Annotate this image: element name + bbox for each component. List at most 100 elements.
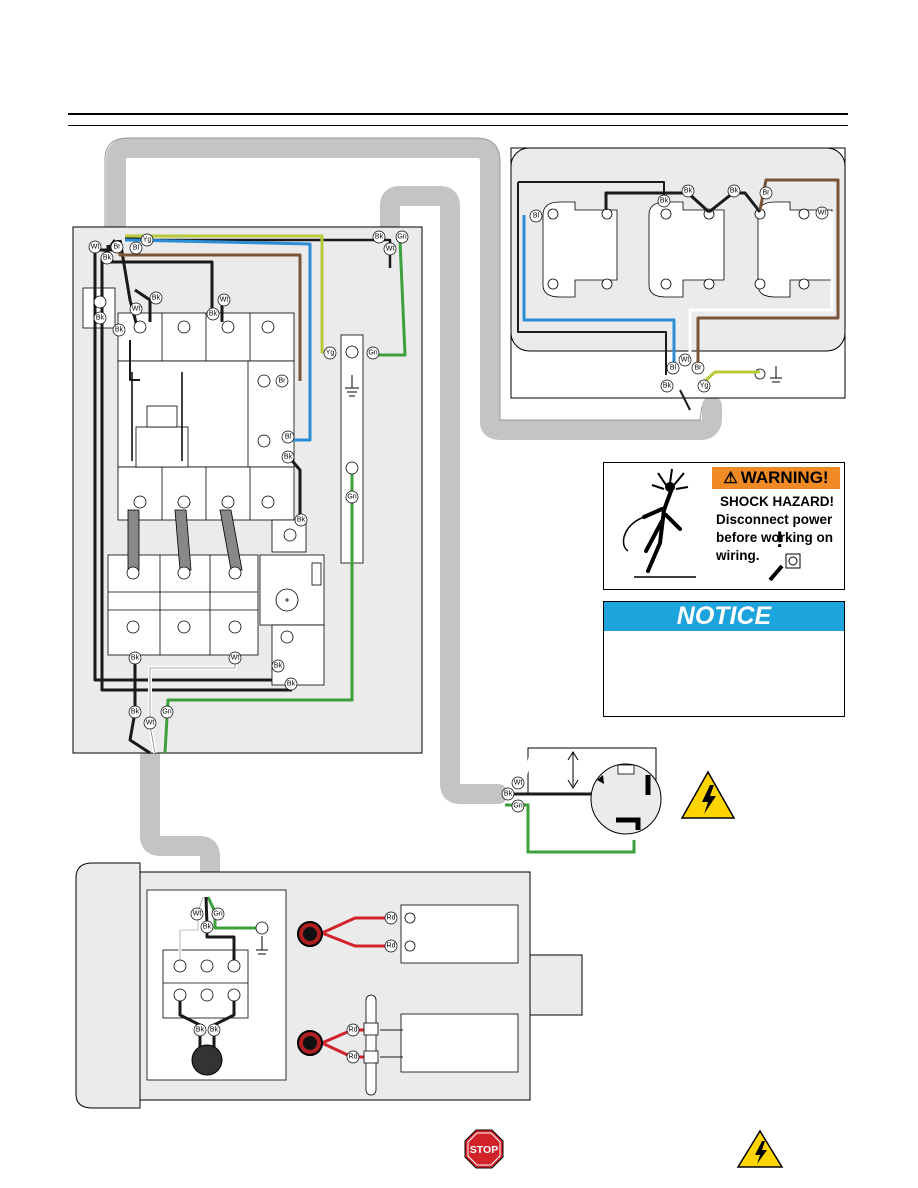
wire-label-bubble: [143, 716, 157, 730]
wire-label-bubble: [666, 361, 680, 375]
wire-label-text: Wt: [231, 655, 240, 662]
wire-label-text: Bk: [103, 255, 112, 262]
wire-label-bubble: [678, 353, 692, 367]
wire-label-bubble: [128, 651, 142, 665]
wire-label-bubble: [93, 311, 107, 325]
warning-title: WARNING!: [740, 468, 829, 487]
warning-line-3: before working on: [716, 530, 834, 545]
wire-label-bubble: [193, 1023, 207, 1037]
wire-label-text: Bk: [96, 315, 105, 322]
wire-label-bubble: [206, 307, 220, 321]
wire-label-bubble: [323, 346, 337, 360]
wire-label-text: Yg: [326, 350, 335, 357]
wire-label-text: Wt: [386, 246, 395, 253]
wire-label-text: Bl: [670, 365, 677, 372]
notice-title: NOTICE: [604, 602, 844, 631]
wire-label-text: Wt: [132, 306, 141, 313]
wire-label-bubble: [129, 302, 143, 316]
unplug-icon: [768, 553, 801, 582]
wire-label-bubble: [759, 186, 773, 200]
hazard-triangle-icon-footer: [736, 1129, 784, 1168]
wire-label-bubble: [384, 911, 398, 925]
wire-label-bubble: [372, 230, 386, 244]
conduit-paths: [106, 138, 722, 905]
wire-label-bubble: [294, 513, 308, 527]
wire-label-text: Bk: [115, 327, 124, 334]
shock-hazard-icon: [622, 468, 696, 578]
warning-line-4: wiring.: [716, 548, 760, 563]
wire-label-bubble: [366, 346, 380, 360]
wire-label-text: Wt: [681, 357, 690, 364]
warning-label: ⚠ WARNING! SHOCK HAZARD! Disconnect powe…: [603, 462, 845, 590]
wire-label-text: Br: [763, 190, 771, 197]
wire-label-bubbles: [88, 184, 829, 1064]
wire-label-bubble: [88, 240, 102, 254]
wire-label-text: Gn: [397, 234, 406, 241]
notice-label: NOTICE: [603, 601, 845, 717]
wire-label-bubble: [140, 233, 154, 247]
contactor: [117, 312, 307, 553]
wire-label-text: Rd: [387, 943, 396, 950]
jumper-bars: [127, 509, 243, 571]
warning-line-1: SHOCK HAZARD!: [720, 494, 834, 509]
wire-label-text: Br: [695, 365, 703, 372]
wire-label-bubble: [511, 776, 525, 790]
wire-label-bubble: [657, 194, 671, 208]
wire-label-text: Bk: [663, 383, 672, 390]
wire-label-text: Bk: [375, 234, 384, 241]
wire-label-bubble: [128, 705, 142, 719]
wire-label-text: Bk: [203, 924, 212, 931]
wire-label-text: Wt: [146, 720, 155, 727]
wire-label-text: Gn: [513, 803, 522, 810]
wire-label-text: Rd: [349, 1027, 358, 1034]
wire-label-bubble: [112, 323, 126, 337]
receptacle: [505, 747, 662, 854]
wire-label-bubble: [207, 1023, 221, 1037]
wire-label-bubble: [395, 230, 409, 244]
wire-label-bubble: [160, 705, 174, 719]
header-rule-thin: [68, 125, 848, 126]
wire-label-text: Bk: [730, 188, 739, 195]
wire-label-bubble: [200, 920, 214, 934]
wire-label-bubble: [129, 241, 143, 255]
wire-label-bubble: [697, 379, 711, 393]
motor-terminal-blocks: [542, 201, 833, 298]
wire-label-bubble: [110, 240, 124, 254]
wire-label-text: Bk: [684, 188, 693, 195]
wire-label-text: Wt: [91, 244, 100, 251]
machine-box: [75, 862, 583, 1109]
warning-title-bar: ⚠ WARNING!: [712, 467, 840, 489]
wire-label-text: Bl: [133, 245, 140, 252]
wire-label-text: Wt: [193, 911, 202, 918]
wire-label-bubble: [217, 293, 231, 307]
wire-label-bubble: [511, 799, 525, 813]
wire-label-bubble: [149, 291, 163, 305]
wire-label-bubble: [281, 430, 295, 444]
wire-label-bubble: [271, 659, 285, 673]
wire-label-bubble: [275, 374, 289, 388]
wire-label-text: Bk: [297, 517, 306, 524]
wire-label-text: Rd: [349, 1054, 358, 1061]
wire-label-text: Yg: [143, 237, 152, 244]
wire-label-bubble: [383, 242, 397, 256]
wire-label-text: Br: [114, 244, 122, 251]
wire-label-text: Bk: [209, 311, 218, 318]
wire-label-text: Bk: [660, 198, 669, 205]
panel-terminals: [93, 295, 359, 644]
wire-label-bubble: [384, 939, 398, 953]
motor-leads: [191, 921, 379, 1096]
wire-label-text: Bk: [196, 1027, 205, 1034]
wire-label-bubble: [660, 379, 674, 393]
wire-label-text: Gn: [162, 709, 171, 716]
wire-label-bubble: [190, 907, 204, 921]
wire-label-text: Wt: [818, 210, 827, 217]
wire-label-text: Bk: [131, 709, 140, 716]
wire-label-text: Bl: [533, 213, 540, 220]
wire-label-text: Wt: [220, 297, 229, 304]
warning-message: SHOCK HAZARD! Disconnect power before wo…: [716, 493, 844, 565]
wire-label-text: Bk: [274, 663, 283, 670]
header-rule-thick: [68, 113, 848, 115]
wire-label-bubble: [346, 1023, 360, 1037]
wire-label-text: Gn: [213, 911, 222, 918]
